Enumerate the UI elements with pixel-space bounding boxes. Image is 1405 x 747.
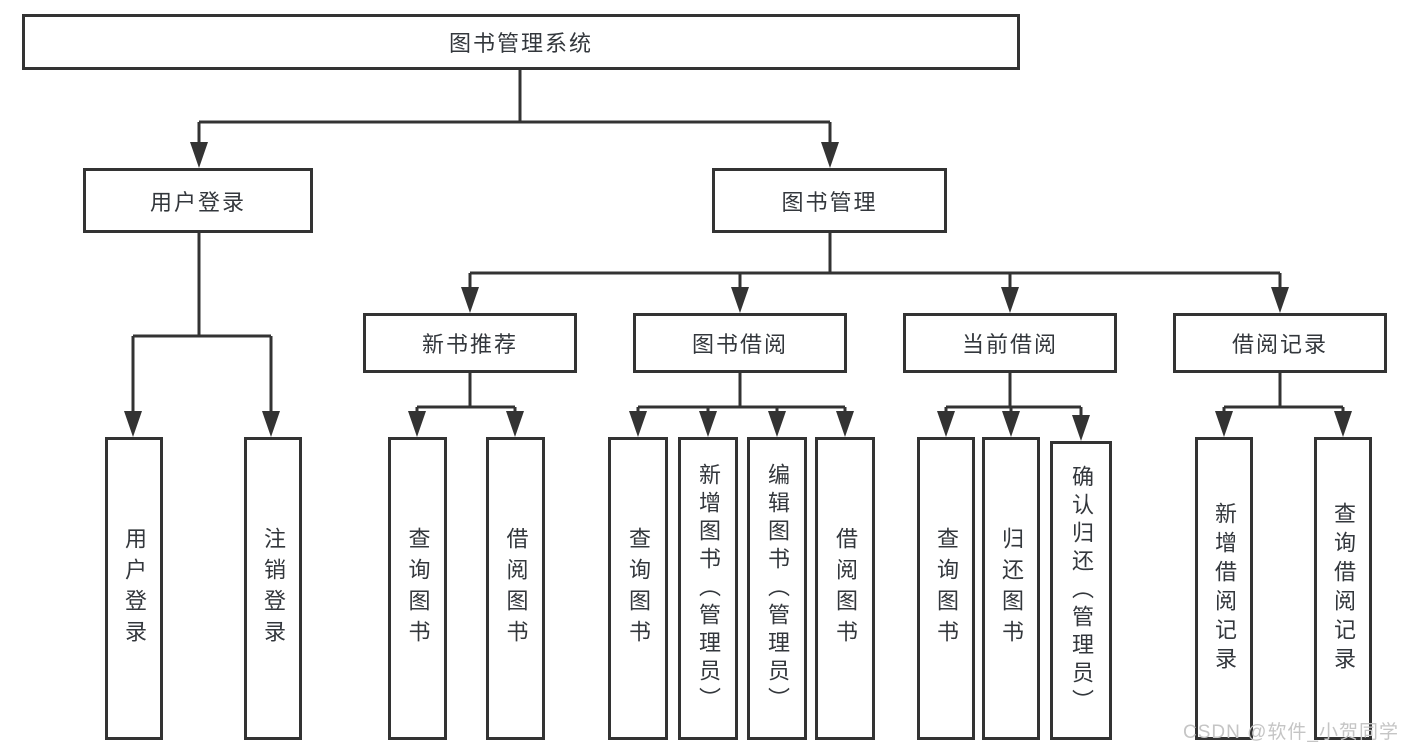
leaf-add-books-admin: 新增图书（管理员） — [678, 437, 738, 740]
leaf-query-books: 查询图书 — [917, 437, 975, 740]
node-label: 归还图书 — [999, 526, 1024, 651]
leaf-borrow-books: 借阅图书 — [815, 437, 875, 740]
node-label: 确认归还（管理员） — [1069, 464, 1094, 717]
node-label: 新增借阅记录 — [1212, 501, 1237, 676]
node-root-system: 图书管理系统 — [22, 14, 1020, 70]
leaf-query-borrow-record: 查询借阅记录 — [1314, 437, 1372, 740]
node-label: 用户登录 — [122, 526, 147, 651]
leaf-user-login: 用户登录 — [105, 437, 163, 740]
node-label: 借阅图书 — [503, 526, 529, 651]
leaf-add-borrow-record: 新增借阅记录 — [1195, 437, 1253, 740]
leaf-query-books: 查询图书 — [388, 437, 447, 740]
node-label: 借阅记录 — [1231, 332, 1328, 357]
leaf-logout: 注销登录 — [244, 437, 302, 740]
node-label: 查询图书 — [626, 526, 651, 651]
node-borrow-records: 借阅记录 — [1173, 313, 1387, 373]
node-current-borrow: 当前借阅 — [903, 313, 1117, 373]
node-label: 借阅图书 — [833, 526, 858, 651]
leaf-borrow-books: 借阅图书 — [486, 437, 545, 740]
leaf-query-books: 查询图书 — [608, 437, 668, 740]
node-label: 图书借阅 — [691, 332, 788, 357]
node-book-borrow: 图书借阅 — [633, 313, 847, 373]
node-label: 查询借阅记录 — [1331, 501, 1356, 676]
node-book-management: 图书管理 — [712, 168, 947, 233]
node-label: 编辑图书（管理员） — [765, 462, 790, 715]
node-label: 图书管理 — [781, 189, 878, 215]
node-label: 新增图书（管理员） — [696, 462, 721, 715]
node-label: 图书管理系统 — [448, 31, 593, 56]
leaf-confirm-return-admin: 确认归还（管理员） — [1050, 441, 1112, 740]
leaf-edit-books-admin: 编辑图书（管理员） — [747, 437, 807, 740]
leaf-return-books: 归还图书 — [982, 437, 1040, 740]
node-new-book-recommend: 新书推荐 — [363, 313, 577, 373]
node-label: 新书推荐 — [421, 332, 518, 357]
node-user-login: 用户登录 — [83, 168, 313, 233]
node-label: 查询图书 — [405, 526, 431, 651]
node-label: 注销登录 — [261, 526, 286, 651]
node-label: 查询图书 — [934, 526, 959, 651]
csdn-watermark: CSDN @软件_小贺同学 — [1183, 722, 1399, 743]
arrowhead-icon — [124, 142, 1352, 441]
node-label: 当前借阅 — [961, 332, 1058, 357]
node-label: 用户登录 — [149, 189, 246, 215]
